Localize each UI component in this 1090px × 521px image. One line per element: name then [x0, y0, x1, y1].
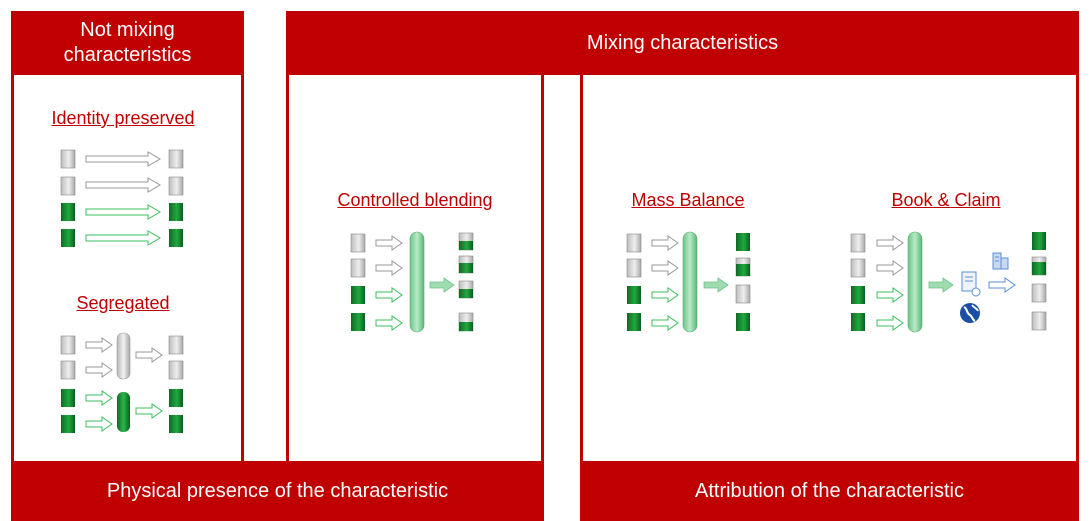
arrow-icon	[85, 151, 161, 246]
panel-mass-balance-book-claim	[580, 75, 1079, 465]
header-not-mixing: Not mixing characteristics	[11, 11, 244, 75]
tank-icon	[907, 231, 923, 333]
tank-icon	[116, 332, 131, 432]
cube-icon	[626, 233, 751, 331]
footer-attribution: Attribution of the characteristic	[580, 461, 1079, 521]
arrow-icon	[651, 235, 679, 331]
tank-icon	[409, 231, 425, 333]
cube-icon	[60, 149, 184, 247]
tank-icon	[682, 231, 698, 333]
arrow-icon	[703, 277, 729, 293]
arrow-icon	[85, 337, 163, 432]
footer-physical-presence: Physical presence of the characteristic	[11, 461, 544, 521]
arrow-icon	[375, 235, 403, 331]
building-icon	[992, 252, 1009, 270]
label-mass-balance[interactable]: Mass Balance	[631, 190, 745, 210]
arrow-icon	[988, 277, 1016, 293]
arrow-icon	[429, 277, 455, 293]
globe-icon	[960, 303, 980, 323]
cube-icon	[850, 232, 1047, 331]
label-segregated[interactable]: Segregated	[76, 293, 170, 313]
certificate-icon	[961, 271, 981, 297]
label-controlled-blending[interactable]: Controlled blending	[337, 190, 493, 210]
header-mixing: Mixing characteristics	[286, 11, 1079, 75]
arrow-icon	[876, 235, 904, 331]
label-book-and-claim[interactable]: Book & Claim	[891, 190, 1001, 210]
label-identity-preserved[interactable]: Identity preserved	[51, 108, 195, 128]
arrow-icon	[928, 277, 954, 293]
cube-icon	[350, 232, 474, 332]
cube-icon	[60, 335, 184, 433]
